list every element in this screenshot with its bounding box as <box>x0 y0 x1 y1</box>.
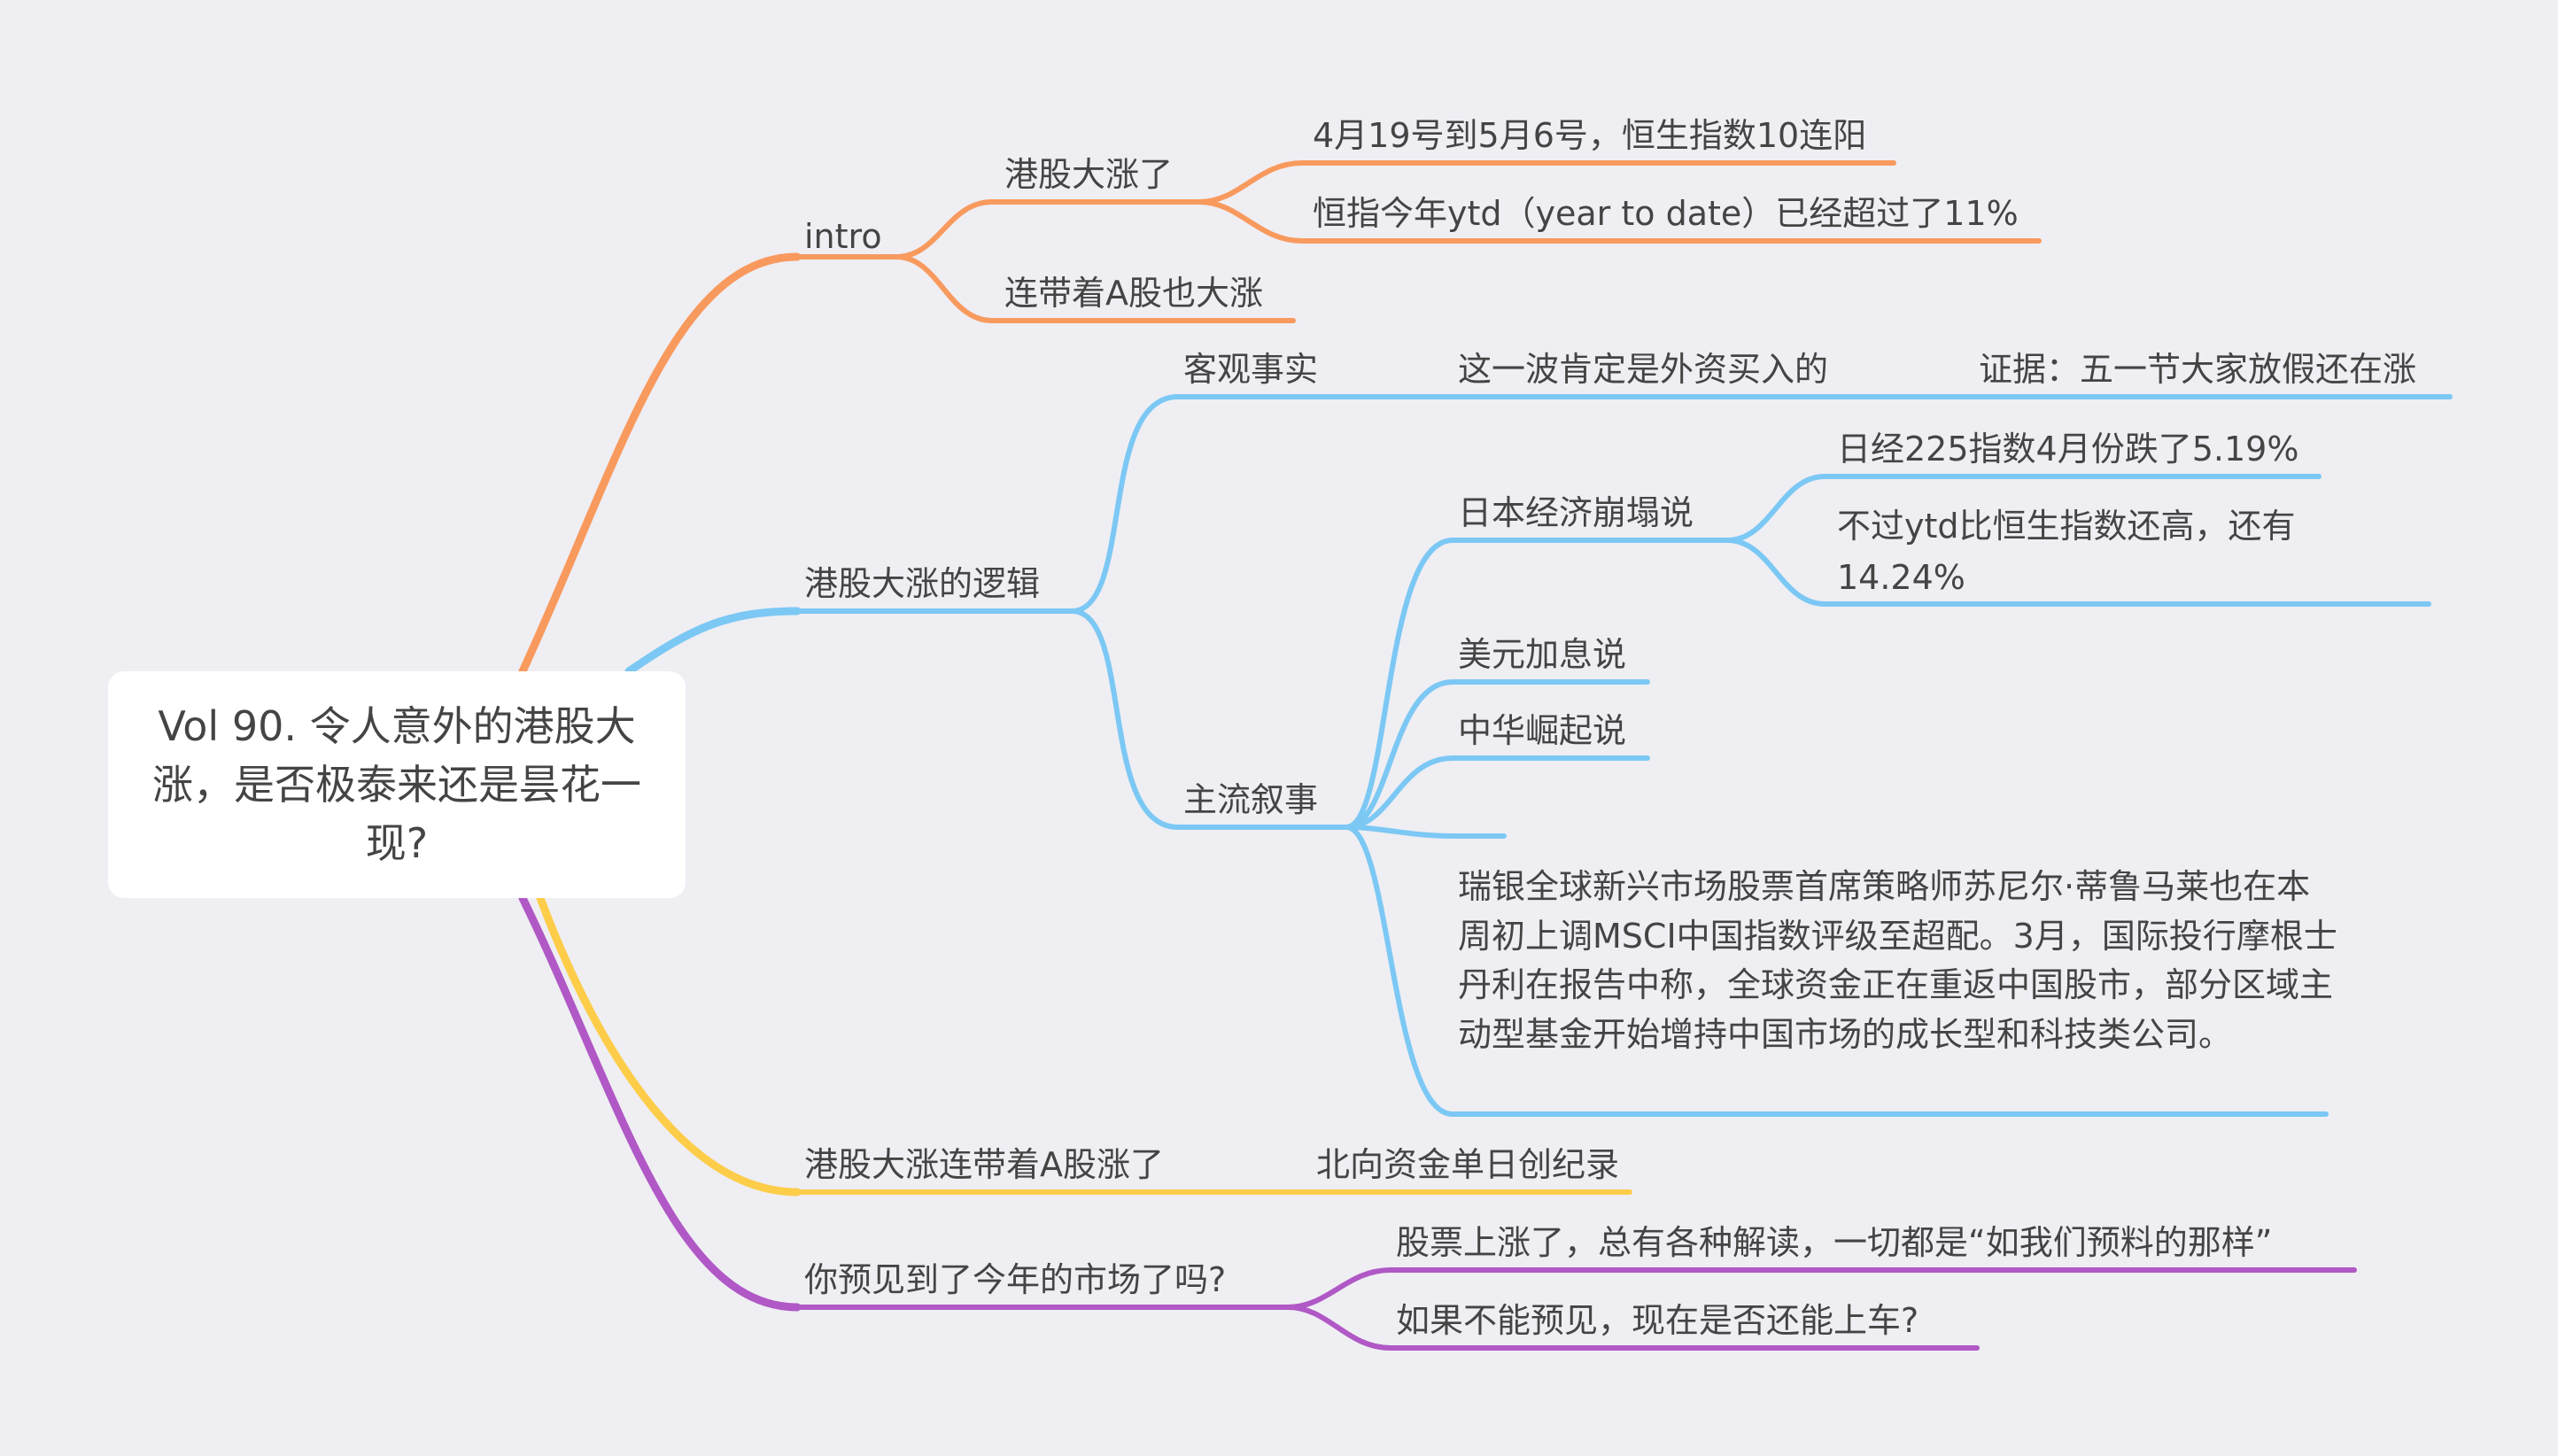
link-hk-e2 <box>1197 199 1305 244</box>
link-root-foresee <box>518 894 802 1312</box>
node-a-share-rise[interactable]: 连带着A股也大涨 <box>1004 274 1263 313</box>
link-root-intro <box>518 252 802 676</box>
intro-branch-lines <box>518 160 2042 676</box>
link-hk-e1 <box>1197 160 1305 205</box>
node-empty-topic[interactable] <box>1458 788 1504 829</box>
link-narr-japan <box>1344 538 1455 830</box>
node-objective-facts[interactable]: 客观事实 <box>1183 350 1319 389</box>
node-hk-rise[interactable]: 港股大涨了 <box>1004 155 1174 194</box>
node-nikkei-drop[interactable]: 日经225指数4月份跌了5.19% <box>1837 430 2299 469</box>
node-hk-rise-detail-2[interactable]: 恒指今年ytd（year to date）已经超过了11% <box>1313 194 2019 233</box>
link-narr-empty <box>1344 825 1455 839</box>
link-narr-usd <box>1344 679 1455 830</box>
node-evidence[interactable]: 证据：五一节大家放假还在涨 <box>1979 350 2417 389</box>
link-logic-fact <box>1069 394 1181 614</box>
node-mainstream-narrative[interactable]: 主流叙事 <box>1183 780 1319 819</box>
link-root-ashare <box>536 894 802 1197</box>
link-foresee-e1 <box>1285 1267 1393 1310</box>
node-logic[interactable]: 港股大涨的逻辑 <box>804 564 1041 603</box>
node-hk-rise-detail-1[interactable]: 4月19号到5月6号，恒生指数10连阳 <box>1313 116 1867 155</box>
node-intro[interactable]: intro <box>804 217 882 256</box>
node-foreign-buying[interactable]: 这一波肯定是外资买入的 <box>1458 350 1829 389</box>
node-ubs-note[interactable]: 瑞银全球新兴市场股票首席策略师苏尼尔·蒂鲁马莱也在本周初上调MSCI中国指数评级… <box>1458 867 2337 1054</box>
foresee-branch-lines <box>518 894 2357 1351</box>
link-narr-china <box>1344 755 1455 830</box>
link-intro-hk <box>894 199 995 259</box>
node-foresee-detail-2[interactable]: 如果不能预见，现在是否还能上车? <box>1396 1301 1919 1340</box>
node-foresee[interactable]: 你预见到了今年的市场了吗? <box>804 1260 1227 1299</box>
link-intro-a <box>894 254 995 323</box>
node-japan-collapse[interactable]: 日本经济崩塌说 <box>1458 493 1694 532</box>
link-narr-ubs <box>1344 825 1455 1117</box>
node-foresee-detail-1[interactable]: 股票上涨了，总有各种解读，一切都是“如我们预料的那样” <box>1396 1223 2273 1262</box>
node-northbound-record[interactable]: 北向资金单日创纪录 <box>1316 1145 1620 1184</box>
link-foresee-e2 <box>1285 1305 1393 1351</box>
link-root-logic <box>624 607 802 676</box>
link-japan-e2 <box>1725 538 1827 607</box>
link-japan-e1 <box>1725 474 1827 543</box>
a-share-branch-lines <box>536 894 1632 1197</box>
root-topic[interactable]: Vol 90. 令人意外的港股大涨，是否极泰来还是昙花一现? <box>108 671 686 898</box>
node-china-rise[interactable]: 中华崛起说 <box>1458 711 1627 750</box>
root-title: Vol 90. 令人意外的港股大涨，是否极泰来还是昙花一现? <box>152 702 641 867</box>
link-logic-narr <box>1069 608 1181 830</box>
logic-branch-lines <box>624 394 2453 1117</box>
node-nikkei-ytd[interactable]: 不过ytd比恒生指数还高，还有14.24% <box>1837 507 2296 597</box>
node-a-share-follow[interactable]: 港股大涨连带着A股涨了 <box>804 1145 1164 1184</box>
node-usd-hike[interactable]: 美元加息说 <box>1458 635 1627 674</box>
